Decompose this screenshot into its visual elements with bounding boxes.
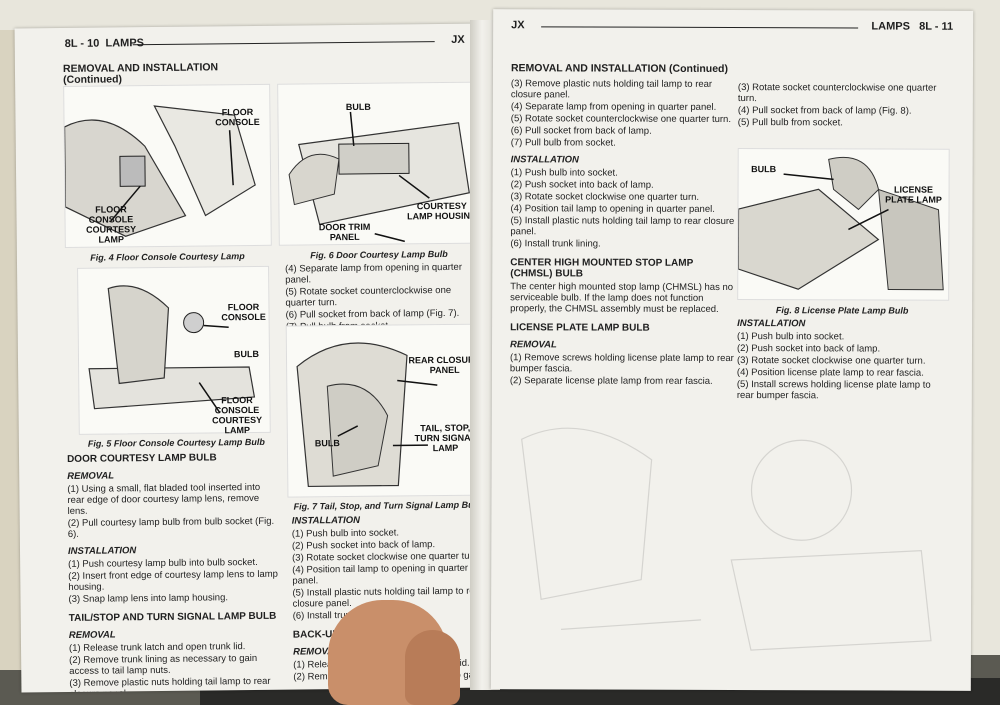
left-column-2-text: (4) Separate lamp from opening in quarte…	[285, 262, 481, 334]
license-install-step-4: (4) Position license plate lamp to rear …	[736, 367, 924, 379]
install-step-3: (3) Rotate socket clockwise one quarter …	[510, 191, 700, 203]
header-rule	[132, 41, 435, 46]
section-title: REMOVAL AND INSTALLATION (Continued)	[510, 62, 728, 75]
installation-heading: INSTALLATION	[510, 154, 579, 166]
tail-lamp-heading: TAIL/STOP AND TURN SIGNAL LAMP BULB	[68, 610, 277, 624]
install-step-2: (2) Push socket into back of lamp.	[510, 179, 654, 191]
license-removal-heading: REMOVAL	[509, 339, 557, 351]
tail-install-step-2: (2) Push socket into back of lamp.	[291, 539, 436, 552]
tail-removal-step-1: (1) Release trunk latch and open trunk l…	[68, 641, 246, 654]
fig4-label-floor-console: FLOOR CONSOLE	[215, 106, 260, 128]
right-column-2: (3) Rotate socket counterclockwise one q…	[738, 82, 948, 130]
tail-installation-heading: INSTALLATION	[291, 514, 361, 527]
figure-8: BULB LICENSE PLATE LAMP	[737, 148, 950, 301]
right-page-code: JX	[511, 19, 525, 32]
figure-6: BULB COURTESY LAMP HOUSING DOOR TRIM PAN…	[277, 81, 481, 246]
tail-removal-step-2: (2) Remove trunk lining as necessary to …	[69, 652, 258, 677]
door-install-step-1: (1) Push courtesy lamp bulb into bulb so…	[68, 556, 258, 570]
tail-step-7: (7) Pull bulb from socket.	[510, 137, 616, 149]
fig6-caption: Fig. 6 Door Courtesy Lamp Bulb	[310, 248, 448, 261]
left-page: 8L - 10 LAMPS JX REMOVAL AND INSTALLATIO…	[14, 23, 492, 693]
tail-removal-step-4: (4) Separate lamp from opening in quarte…	[285, 261, 463, 286]
fig7-label-bulb: BULB	[314, 438, 340, 449]
door-removal-heading: REMOVAL	[67, 470, 115, 482]
figure-5: FLOOR CONSOLE BULB FLOOR CONSOLE COURTES…	[77, 265, 271, 436]
install-step-6: (6) Install trunk lining.	[510, 238, 601, 250]
right-column-2-lower: INSTALLATION (1) Push bulb into socket. …	[737, 312, 947, 403]
tail-removal-step-5: (5) Rotate socket counterclockwise one q…	[285, 284, 452, 309]
fig8-label-bulb: BULB	[751, 164, 777, 175]
door-lamp-heading: DOOR COURTESY LAMP BULB	[66, 452, 217, 465]
console-bulb-illustration	[88, 285, 256, 413]
tail-install-step-4: (4) Position tail lamp to opening in qua…	[292, 562, 469, 587]
chmsl-heading: CENTER HIGH MOUNTED STOP LAMP (CHMSL) BU…	[510, 257, 694, 280]
section-title: REMOVAL AND INSTALLATION (Continued)	[62, 61, 219, 86]
license-step-5: (5) Pull bulb from socket.	[737, 117, 843, 129]
license-step-4: (4) Pull socket from back of lamp (Fig. …	[737, 105, 912, 117]
tail-removal-step-6: (6) Pull socket from back of lamp (Fig. …	[285, 307, 460, 321]
fig4-label-courtesy-lamp: FLOOR CONSOLE COURTESY LAMP	[86, 204, 137, 245]
right-page-header: JX LAMPS 8L - 11	[511, 17, 953, 39]
chmsl-text: The center high mounted stop lamp (CHMSL…	[510, 281, 734, 315]
header-rule	[541, 26, 859, 29]
license-removal-step-1: (1) Remove screws holding license plate …	[509, 352, 734, 375]
license-removal-step-2: (2) Separate license plate lamp from rea…	[509, 375, 713, 387]
tail-step-5: (5) Rotate socket counterclockwise one q…	[510, 113, 732, 125]
tail-step-3: (3) Remove plastic nuts holding tail lam…	[510, 78, 713, 101]
door-removal-step-1: (1) Using a small, flat bladed tool inse…	[67, 481, 261, 517]
tail-step-4: (4) Separate lamp from opening in quarte…	[510, 101, 717, 113]
fig6-label-bulb: BULB	[345, 101, 371, 113]
fig5-label-floor-console: FLOOR CONSOLE	[221, 301, 266, 323]
door-installation-heading: INSTALLATION	[67, 545, 137, 557]
tail-install-step-1: (1) Push bulb into socket.	[291, 527, 400, 540]
install-step-5: (5) Install plastic nuts holding tail la…	[510, 215, 735, 238]
license-lamp-heading: LICENSE PLATE LAMP BULB	[510, 322, 650, 334]
fig4-caption: Fig. 4 Floor Console Courtesy Lamp	[90, 251, 245, 263]
tail-removal-step-3: (3) Remove plastic nuts holding tail lam…	[69, 675, 271, 693]
show-through-art	[521, 427, 932, 651]
license-install-step-5: (5) Install screws holding license plate…	[736, 379, 931, 402]
floor-console-illustration	[63, 105, 256, 237]
right-page-number: LAMPS 8L - 11	[871, 20, 954, 33]
tail-step-6: (6) Pull socket from back of lamp.	[510, 125, 652, 137]
license-plate-illustration	[737, 156, 944, 291]
fig8-label-license-lamp: LICENSE PLATE LAMP	[885, 184, 942, 205]
license-installation-heading: INSTALLATION	[737, 318, 806, 330]
figure-4: FLOOR CONSOLE FLOOR CONSOLE COURTESY LAM…	[63, 83, 272, 248]
fig6-label-housing: COURTESY LAMP HOUSING	[407, 200, 477, 222]
fig5-label-bulb: BULB	[233, 348, 260, 360]
tail-lamp-illustration	[296, 342, 438, 488]
finger	[405, 630, 460, 705]
install-step-4: (4) Position tail lamp to opening in qua…	[510, 203, 715, 215]
install-step-1: (1) Push bulb into socket.	[510, 167, 618, 179]
fig5-label-courtesy-lamp: FLOOR CONSOLE COURTESY LAMP	[212, 395, 263, 436]
left-page-header: 8L - 10 LAMPS JX	[65, 32, 465, 56]
door-install-step-2: (2) Insert front edge of courtesy lamp l…	[68, 568, 278, 593]
door-install-step-3: (3) Snap lamp lens into lamp housing.	[68, 592, 229, 605]
license-install-step-2: (2) Push socket into back of lamp.	[736, 343, 881, 355]
right-page: JX LAMPS 8L - 11 REMOVAL AND INSTALLATIO…	[490, 9, 974, 691]
left-page-code: JX	[451, 33, 465, 46]
tail-install-step-3: (3) Rotate socket clockwise one quarter …	[292, 550, 481, 564]
left-column-1-text: DOOR COURTESY LAMP BULB REMOVAL (1) Usin…	[66, 444, 280, 693]
tail-removal-heading: REMOVAL	[68, 629, 116, 641]
license-install-step-1: (1) Push bulb into socket.	[737, 331, 845, 343]
door-courtesy-illustration	[288, 111, 470, 243]
door-removal-step-2: (2) Pull courtesy lamp bulb from bulb so…	[67, 515, 275, 540]
license-step-3: (3) Rotate socket counterclockwise one q…	[737, 82, 937, 105]
fig6-label-door-trim: DOOR TRIM PANEL	[318, 221, 371, 243]
figure-7: REAR CLOSURE PANEL TAIL, STOP, TURN SIGN…	[285, 323, 485, 498]
license-install-step-3: (3) Rotate socket clockwise one quarter …	[736, 355, 926, 367]
right-column-1: REMOVAL AND INSTALLATION (Continued) (3)…	[510, 57, 736, 388]
